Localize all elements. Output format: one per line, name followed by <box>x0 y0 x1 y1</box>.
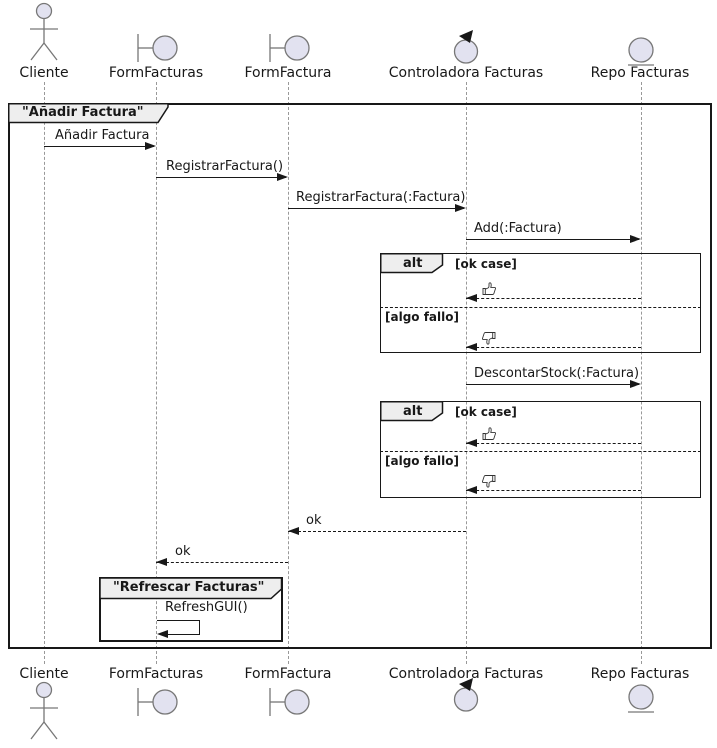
arrowhead <box>630 379 641 388</box>
control-icon <box>453 678 479 712</box>
arrowhead <box>277 172 288 181</box>
arrowhead <box>157 629 168 638</box>
participant-label-controladora-bottom: Controladora Facturas <box>388 666 544 682</box>
frame-anadir-tab <box>8 103 169 124</box>
message-ok2-label: ok <box>175 544 191 559</box>
lifeline-cliente <box>44 82 45 664</box>
arrowhead <box>466 485 477 494</box>
alt-fail-guard-2: [algo fallo] <box>385 454 459 468</box>
alt-divider-1 <box>380 307 701 308</box>
arrowhead <box>466 438 477 447</box>
message-registrar-param-label: RegistrarFactura(:Factura) <box>296 190 466 205</box>
arrowhead <box>466 293 477 302</box>
frame-refrescar-title: "Refrescar Facturas" <box>113 580 265 595</box>
alt-keyword-1: alt <box>403 256 423 271</box>
frame-anadir-factura <box>8 103 712 649</box>
alt-divider-2 <box>380 451 701 452</box>
message-descontar-label: DescontarStock(:Factura) <box>474 366 640 381</box>
arrowhead <box>455 203 466 212</box>
boundary-icon <box>137 34 178 62</box>
thumbs-up-icon <box>482 282 496 295</box>
control-icon <box>453 30 479 64</box>
boundary-icon <box>269 688 310 716</box>
participant-label-controladora-top: Controladora Facturas <box>388 65 544 81</box>
boundary-icon <box>137 688 178 716</box>
arrowhead <box>466 342 477 351</box>
frame-refrescar-tab <box>99 577 283 600</box>
entity-icon <box>628 37 654 66</box>
actor-icon <box>30 2 58 61</box>
message-ok1-label: ok <box>306 513 322 528</box>
message-refreshgui-label: RefreshGUI() <box>165 600 248 615</box>
entity-icon <box>628 684 654 713</box>
lifeline-formfactura <box>288 82 289 664</box>
alt-fragment-1 <box>380 253 701 353</box>
frame-anadir-title: "Añadir Factura" <box>22 105 144 120</box>
arrowhead <box>630 234 641 243</box>
arrowhead <box>288 526 299 535</box>
participant-label-formfactura-top: FormFactura <box>244 65 332 81</box>
message-registrar-label: RegistrarFactura() <box>166 159 284 174</box>
thumbs-down-icon <box>482 332 496 345</box>
alt-fragment-2 <box>380 401 701 498</box>
participant-label-cliente-top: Cliente <box>19 65 69 81</box>
thumbs-down-icon <box>482 475 496 488</box>
participant-label-formfacturas-top: FormFacturas <box>108 65 204 81</box>
participant-label-formfacturas-bottom: FormFacturas <box>108 666 204 682</box>
participant-label-formfactura-bottom: FormFactura <box>244 666 332 682</box>
lifeline-repo <box>641 82 642 664</box>
lifeline-formfacturas <box>156 82 157 664</box>
alt-ok-guard-2: [ok case] <box>455 405 517 419</box>
participant-label-repo-top: Repo Facturas <box>590 65 690 81</box>
alt-tab-2 <box>380 401 444 422</box>
thumbs-up-icon <box>482 427 496 440</box>
arrowhead <box>156 557 167 566</box>
message-add-label: Add(:Factura) <box>474 221 562 236</box>
participant-label-repo-bottom: Repo Facturas <box>590 666 690 682</box>
lifeline-controladora <box>466 82 467 664</box>
alt-tab-1 <box>380 253 444 274</box>
arrowhead <box>145 141 156 150</box>
alt-keyword-2: alt <box>403 404 423 419</box>
message-anadir-label: Añadir Factura <box>55 128 150 143</box>
participant-label-cliente-bottom: Cliente <box>19 666 69 682</box>
boundary-icon <box>269 34 310 62</box>
actor-icon <box>30 681 58 740</box>
alt-ok-guard-1: [ok case] <box>455 257 517 271</box>
alt-fail-guard-1: [algo fallo] <box>385 310 459 324</box>
